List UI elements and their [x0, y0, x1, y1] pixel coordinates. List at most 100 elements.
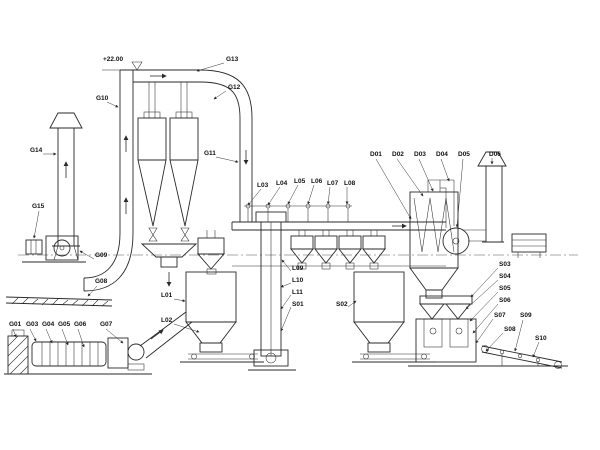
leader-L02 [173, 323, 200, 333]
label-G13: G13 [226, 56, 239, 63]
label-D05: D05 [458, 151, 470, 158]
left-fan [25, 235, 79, 261]
leader-L03 [247, 188, 262, 206]
leader-S10 [532, 341, 540, 358]
leader-D02 [396, 158, 424, 197]
top-duct-and-curve [120, 69, 253, 222]
label-L06: L06 [311, 178, 323, 185]
leader-D01 [375, 158, 412, 220]
label-L10: L10 [292, 277, 304, 284]
right-stack [477, 151, 507, 243]
leader-S09 [514, 319, 524, 352]
flow-arrows [63, 73, 407, 340]
label-elevation: +22.00 [103, 56, 123, 63]
label-S02: S02 [336, 301, 348, 308]
label-S06: S06 [499, 297, 511, 304]
leader-G15 [32, 210, 40, 239]
label-S04: S04 [499, 273, 511, 280]
label-D03: D03 [414, 151, 426, 158]
label-D04: D04 [436, 151, 448, 158]
leader-S03 [470, 267, 499, 298]
small-cyclones [290, 230, 386, 270]
label-G12: G12 [228, 84, 241, 91]
leader-S02 [347, 300, 357, 308]
discharge-conveyor [481, 345, 563, 369]
twin-cyclones [137, 82, 199, 227]
leader-L11 [280, 294, 292, 310]
leader-L05 [287, 184, 299, 205]
label-L09: L09 [292, 265, 304, 272]
label-S09: S09 [520, 312, 532, 319]
silo-left [185, 230, 258, 360]
leader-S04 [465, 279, 499, 310]
leader-D04 [440, 158, 450, 182]
label-G06: G06 [74, 321, 87, 328]
label-G09: G09 [95, 252, 108, 259]
elevation-marker [102, 61, 143, 71]
leader-G13 [196, 62, 225, 72]
label-G08: G08 [95, 278, 108, 285]
ground-lines [4, 261, 568, 375]
leader-G04 [45, 328, 53, 344]
leader-G03 [29, 328, 37, 342]
label-S08: S08 [504, 326, 516, 333]
main-updraft-duct [83, 70, 134, 292]
label-L02: L02 [161, 317, 173, 324]
label-S10: S10 [535, 335, 547, 342]
label-S03: S03 [499, 261, 511, 268]
label-L07: L07 [327, 180, 339, 187]
label-L11: L11 [292, 289, 303, 296]
label-G03: G03 [26, 321, 39, 328]
left-chimney [49, 112, 83, 261]
label-D01: D01 [370, 151, 382, 158]
label-G14: G14 [30, 147, 43, 154]
label-S01: S01 [292, 301, 304, 308]
leader-L06 [307, 184, 315, 205]
leader-G05 [61, 328, 69, 346]
label-L01: L01 [161, 292, 173, 299]
label-G04: G04 [42, 321, 55, 328]
leader-L07 [326, 186, 331, 205]
label-L08: L08 [344, 180, 356, 187]
furnace-assembly [7, 329, 145, 375]
leader-L04 [267, 186, 281, 206]
leader-D05 [455, 158, 464, 228]
label-D02: D02 [392, 151, 404, 158]
leader-G12 [213, 90, 227, 100]
leader-L01 [173, 298, 186, 303]
silencer-box [511, 233, 547, 258]
leader-S06 [472, 303, 499, 334]
leader-G07 [105, 328, 124, 344]
leader-G10 [106, 101, 119, 108]
label-S05: S05 [499, 285, 511, 292]
label-G11: G11 [204, 150, 216, 157]
leader-G11 [215, 156, 239, 163]
label-S07: S07 [494, 312, 506, 319]
label-L05: L05 [294, 178, 306, 185]
leader-L09 [281, 259, 292, 272]
bucket-elevator [253, 211, 289, 367]
leader-L10 [280, 282, 292, 288]
leader-S07 [475, 318, 494, 344]
label-L03: L03 [257, 182, 269, 189]
baghouse-right [409, 179, 459, 299]
airslide [5, 296, 113, 307]
cyclone-discharge [140, 227, 198, 268]
leader-S05 [469, 291, 499, 322]
packing-station [415, 295, 477, 363]
label-G05: G05 [58, 321, 71, 328]
label-L04: L04 [276, 180, 288, 187]
leader-G09 [79, 250, 95, 260]
leader-G01 [12, 328, 17, 338]
label-G07: G07 [100, 321, 113, 328]
label-G01: G01 [9, 321, 22, 328]
leader-G08 [87, 285, 98, 297]
leader-S01 [280, 306, 292, 332]
silo-right [353, 271, 430, 360]
label-G15: G15 [32, 203, 45, 210]
label-G10: G10 [96, 95, 109, 102]
feed-header [231, 203, 446, 267]
